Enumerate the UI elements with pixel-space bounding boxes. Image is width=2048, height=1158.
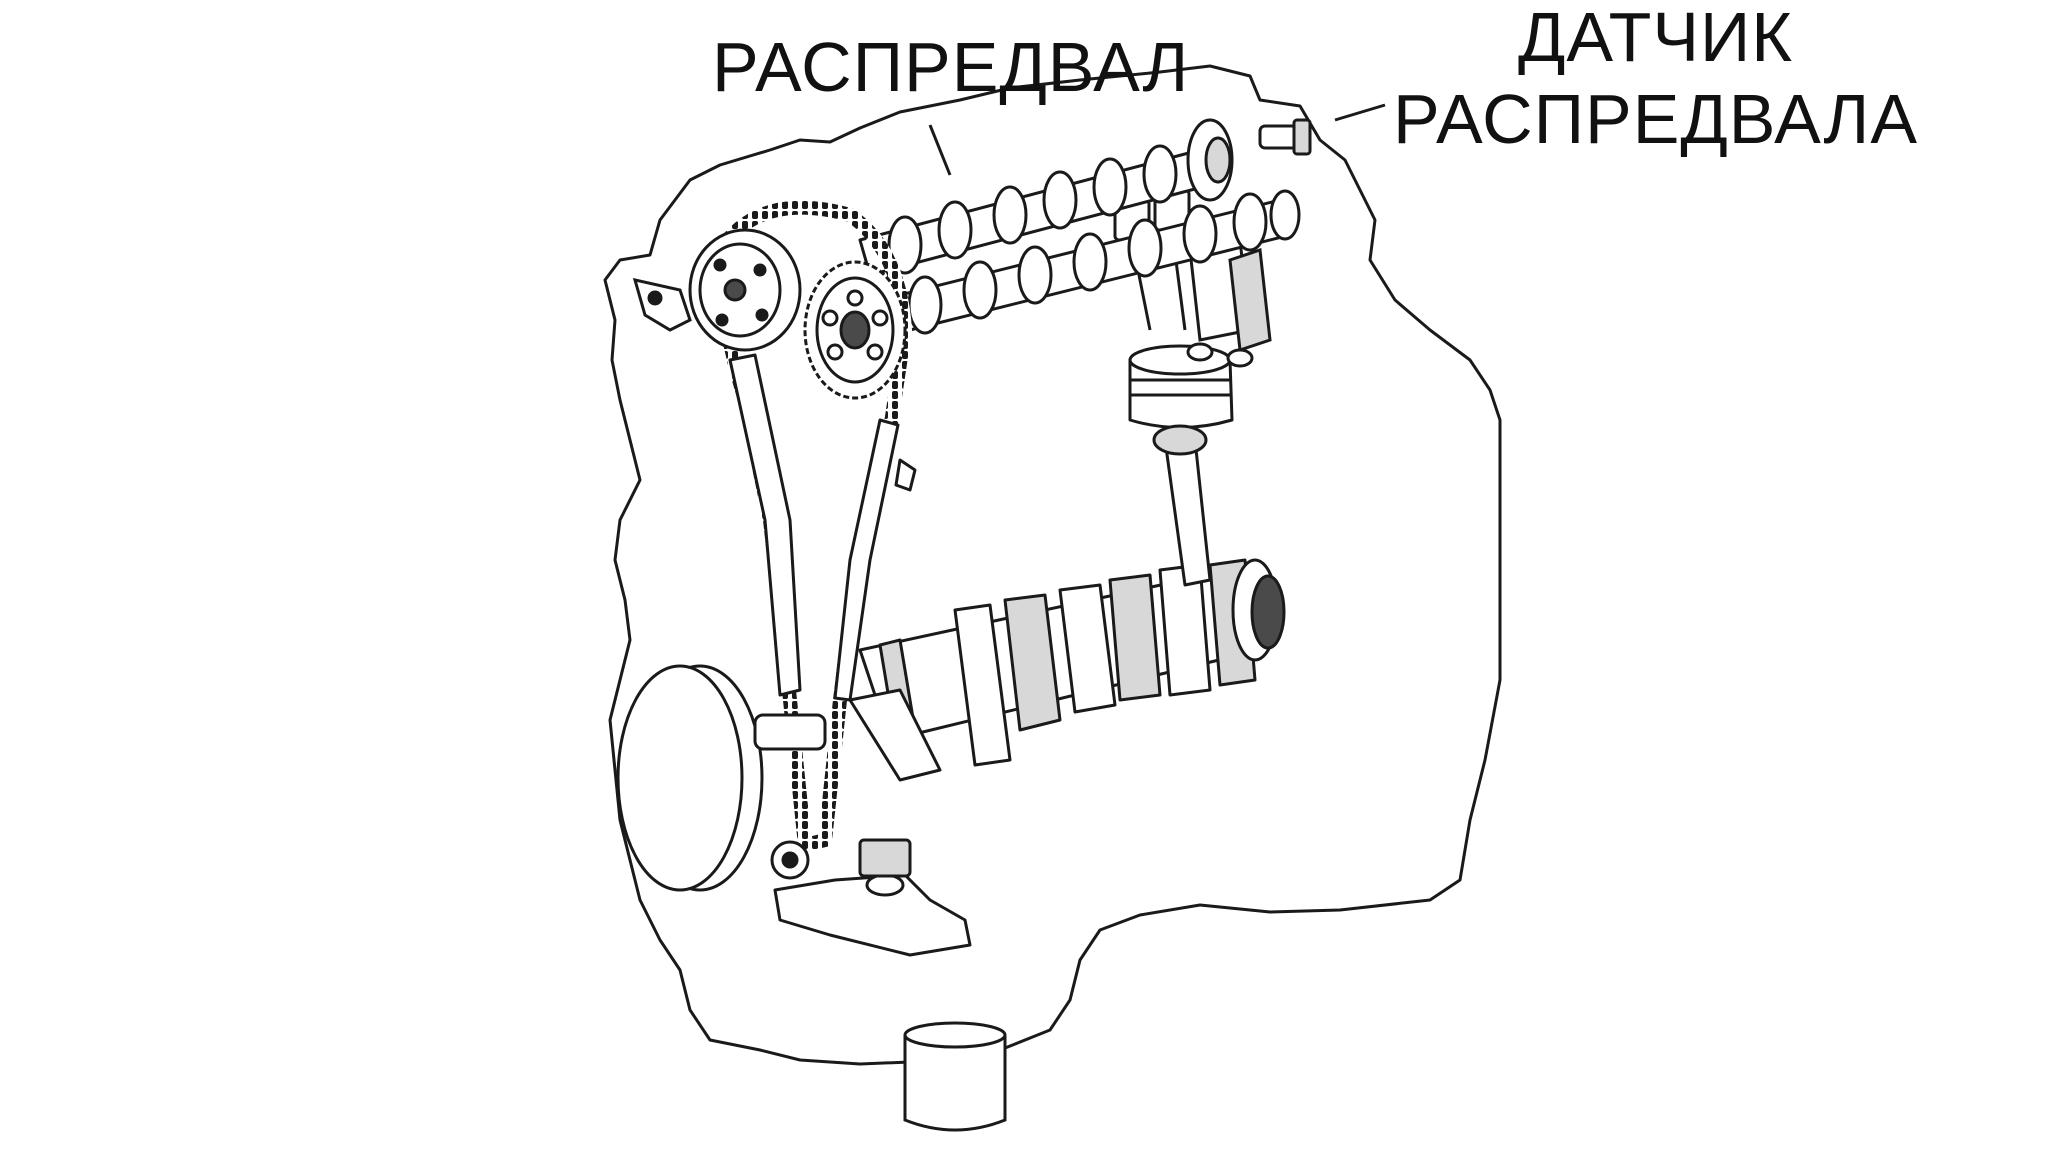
crankshaft [848, 558, 1286, 782]
camshaft-label: РАСПРЕДВАЛ [712, 28, 1190, 106]
camshaft-lower [878, 189, 1301, 337]
sensor-leader [1334, 103, 1386, 122]
valve-train [1113, 188, 1272, 368]
cam-sprocket [803, 260, 907, 400]
oil-filter [903, 1021, 1007, 1132]
leader-lines [928, 103, 1386, 176]
crank-pulley [616, 664, 764, 892]
chain-guides [728, 353, 917, 702]
camshaft-sensor [1258, 118, 1312, 156]
bracket-left [632, 277, 692, 332]
camshaft-sensor-label: ДАТЧИК РАСПРЕДВАЛА [1393, 0, 1918, 160]
oil-pump [773, 838, 972, 957]
camshaft-leader [928, 124, 952, 176]
sensor-label-line2: РАСПРЕДВАЛА [1393, 80, 1919, 158]
crank-sprocket [753, 713, 827, 880]
sensor-label-line1: ДАТЧИК [1517, 0, 1794, 76]
camshaft-upper [858, 118, 1234, 277]
vvt-sprocket [688, 228, 802, 352]
